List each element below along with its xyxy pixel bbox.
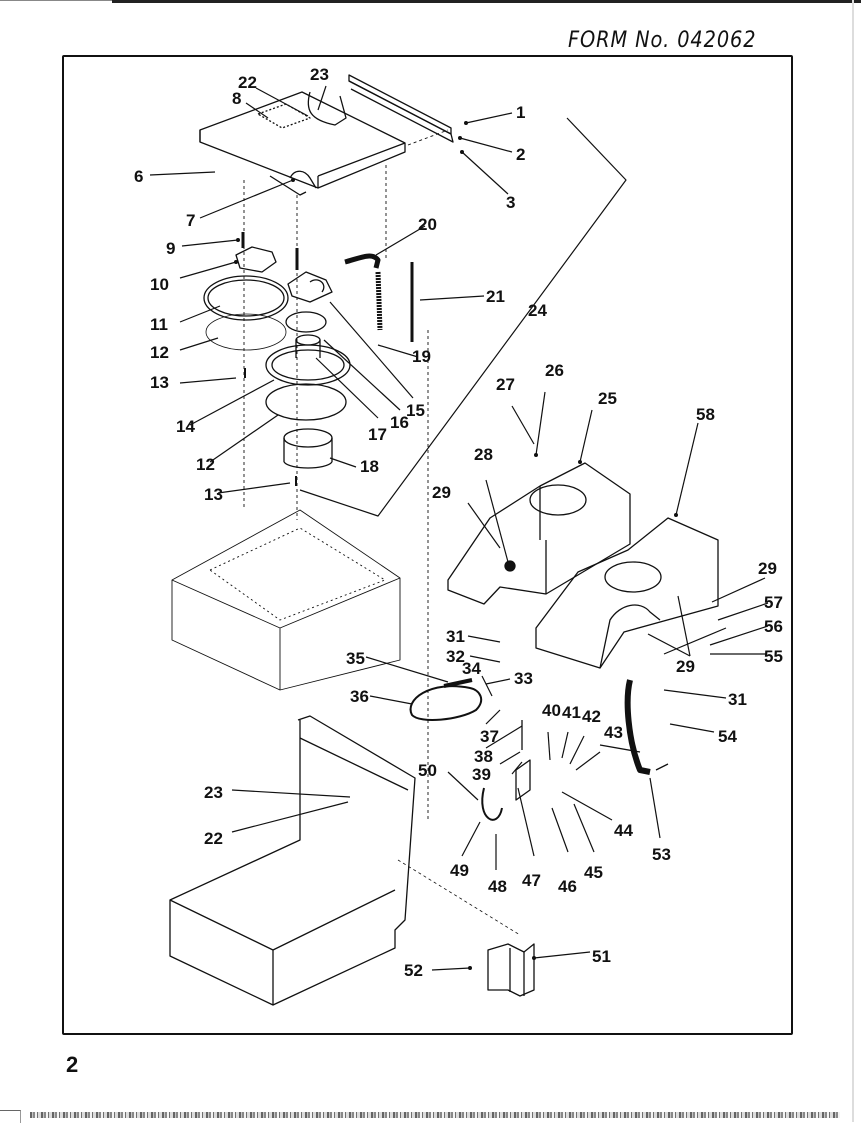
arrowheads (234, 121, 678, 970)
diagram-frame (62, 55, 793, 1035)
callout-44: 44 (614, 821, 633, 840)
top-plate (199, 91, 406, 196)
callout-41: 41 (562, 703, 581, 722)
hinge-strip (348, 74, 454, 143)
callout-50: 50 (418, 761, 437, 780)
callout-11: 11 (150, 315, 168, 334)
callout-32: 32 (446, 647, 465, 666)
callout-17: 17 (368, 425, 387, 444)
callout-49: 49 (450, 861, 469, 880)
scan-edge-right (852, 0, 854, 1122)
callout-51: 51 (592, 947, 611, 966)
callout-2: 2 (516, 145, 525, 164)
callout-37: 37 (480, 727, 499, 746)
form-number: FORM No. 042062 (568, 28, 757, 53)
callout-26: 26 (545, 361, 564, 380)
scan-edge-top (112, 0, 861, 3)
callout-9: 9 (166, 239, 175, 258)
callout-58: 58 (696, 405, 715, 424)
callout-18: 18 (360, 457, 379, 476)
callout-22: 22 (238, 73, 257, 92)
callout-22-lower: 22 (204, 829, 223, 848)
callout-15: 15 (406, 401, 425, 420)
callout-55: 55 (764, 647, 783, 666)
callout-56: 56 (764, 617, 783, 636)
callout-23-lower: 23 (204, 783, 223, 802)
callout-48: 48 (488, 877, 507, 896)
callout-45: 45 (584, 863, 603, 882)
callout-46: 46 (558, 877, 577, 896)
callout-13: 13 (150, 373, 169, 392)
tank-58 (535, 517, 719, 669)
callout-40: 40 (542, 701, 561, 720)
callout-20: 20 (418, 215, 437, 234)
callout-31-b: 31 (728, 690, 747, 709)
callout-36: 36 (350, 687, 369, 706)
seat-housing (169, 715, 416, 1006)
callout-31-a: 31 (446, 627, 465, 646)
callout-39: 39 (472, 765, 491, 784)
callout-6: 6 (134, 167, 143, 186)
tank-25 (447, 462, 631, 605)
callout-29-a: 29 (432, 483, 451, 502)
callout-12-lower: 12 (196, 455, 215, 474)
callout-7: 7 (186, 211, 195, 230)
callout-38: 38 (474, 747, 493, 766)
callout-23: 23 (310, 65, 329, 84)
callout-35: 35 (346, 649, 365, 668)
callout-34: 34 (462, 659, 481, 678)
page-number: 2 (66, 1052, 79, 1077)
callout-27: 27 (496, 375, 515, 394)
scan-artifact (0, 1110, 21, 1123)
callout-52: 52 (404, 961, 423, 980)
callout-13-lower: 13 (204, 485, 223, 504)
callout-3: 3 (506, 193, 515, 212)
callout-21: 21 (486, 287, 505, 306)
callout-33: 33 (514, 669, 533, 688)
callout-57: 57 (764, 593, 783, 612)
control-box (171, 509, 401, 691)
callout-53: 53 (652, 845, 671, 864)
callout-labels: 1 2 3 6 7 8 9 10 11 12 12 13 13 14 15 16… (134, 65, 783, 980)
callout-1: 1 (516, 103, 525, 122)
callout-16: 16 (390, 413, 409, 432)
callout-43: 43 (604, 723, 623, 742)
callout-8: 8 (232, 89, 241, 108)
callout-47: 47 (522, 871, 541, 890)
callout-24: 24 (528, 301, 547, 320)
callout-29-c: 29 (676, 657, 695, 676)
callout-54: 54 (718, 727, 737, 746)
callout-25: 25 (598, 389, 617, 408)
callout-29-b: 29 (758, 559, 777, 578)
callout-28: 28 (474, 445, 493, 464)
callout-19: 19 (412, 347, 431, 366)
scan-edge-top-left (0, 0, 112, 1)
leader-lines (149, 85, 769, 971)
callout-10: 10 (150, 275, 169, 294)
callout-12: 12 (150, 343, 169, 362)
callout-42: 42 (582, 707, 601, 726)
scan-noise-bar (30, 1112, 840, 1118)
callout-14: 14 (176, 417, 195, 436)
